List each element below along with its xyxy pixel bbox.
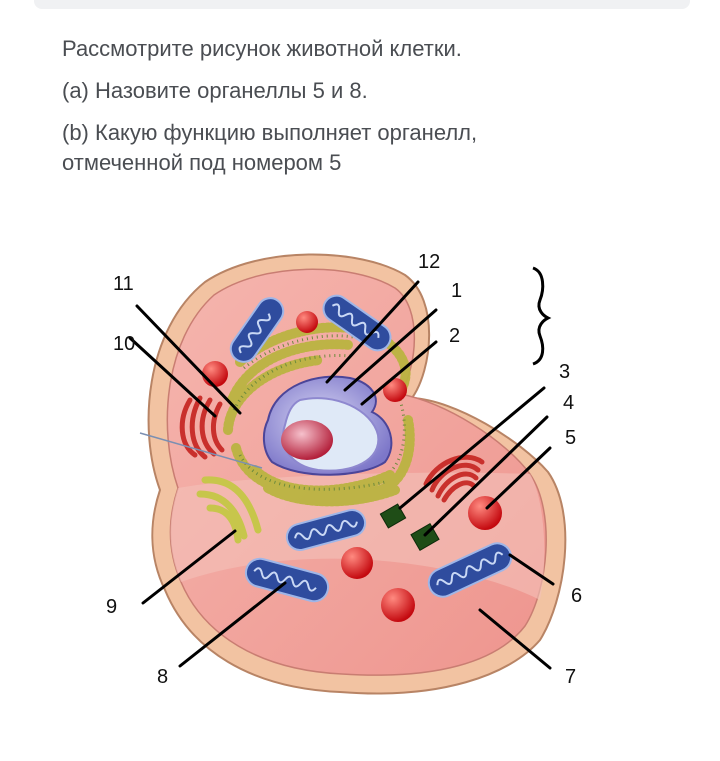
diagram-labels: 1 2 3 4 5 6 7 8 9 10 11 12	[106, 251, 582, 688]
leader-lines	[128, 280, 555, 670]
cytoskeleton-line	[139, 432, 263, 469]
label-12: 12	[418, 251, 440, 273]
label-4: 4	[563, 392, 574, 414]
label-8: 8	[157, 666, 168, 688]
nucleus	[262, 375, 393, 476]
label-10: 10	[113, 333, 135, 355]
label-11: 11	[113, 273, 134, 295]
question-part-b-line1: (b) Какую функцию выполняет органелл,	[62, 120, 478, 145]
label-7: 7	[565, 666, 576, 688]
label-9: 9	[106, 596, 117, 618]
label-2: 2	[449, 325, 460, 347]
question-part-a: (a) Назовите органеллы 5 и 8.	[62, 78, 368, 103]
label-6: 6	[571, 585, 582, 607]
label-5: 5	[565, 427, 576, 449]
label-1: 1	[451, 280, 462, 302]
mitochondria	[229, 294, 513, 603]
nucleolus	[281, 420, 333, 460]
bracket-symbol	[532, 266, 552, 366]
question-intro: Рассмотрите рисунок животной клетки.	[62, 36, 462, 61]
label-3: 3	[559, 361, 570, 383]
centrioles	[379, 503, 440, 551]
question-part-b: (b) Какую функцию выполняет органелл, от…	[62, 118, 682, 178]
golgi-apparatus	[179, 395, 485, 503]
smooth-er	[196, 476, 262, 544]
question-text: Рассмотрите рисунок животной клетки. (a)…	[62, 34, 682, 190]
question-part-b-line2: отмеченной под номером 5	[62, 150, 342, 175]
top-card-edge	[34, 0, 690, 9]
